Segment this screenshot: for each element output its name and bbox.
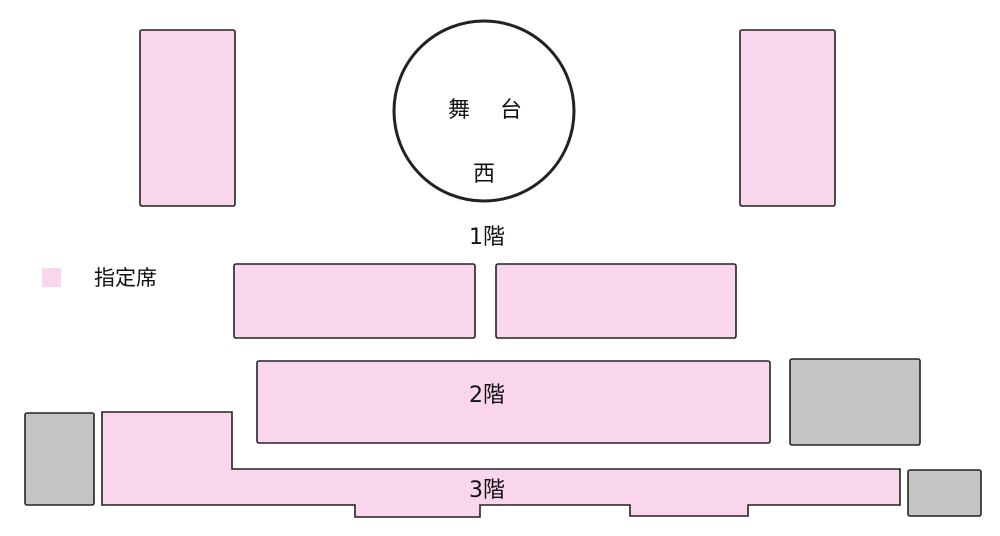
floor-2-label: 2階 [469,383,505,408]
stage-label-right: 台 [500,98,522,123]
legend-reserved-label: 指定席 [94,266,157,290]
right-side-block[interactable] [739,29,836,207]
floor-1-block-right[interactable] [495,263,737,339]
stage-label-left: 舞 [448,98,470,123]
floor-3-gray-block-left [24,412,95,506]
floor-3-gray-block-right [907,469,982,517]
floor-2-gray-block [789,358,921,446]
floor-3-label: 3階 [469,478,505,503]
left-side-block[interactable] [139,29,236,207]
legend-reserved-swatch [42,268,61,287]
floor-1-label: 1階 [469,225,505,250]
stage-circle [392,19,576,203]
floor-1-block-left[interactable] [233,263,476,339]
floor-3-block[interactable] [101,411,901,518]
floor-2-block[interactable] [256,360,771,444]
stage-label-bottom: 西 [473,162,495,187]
